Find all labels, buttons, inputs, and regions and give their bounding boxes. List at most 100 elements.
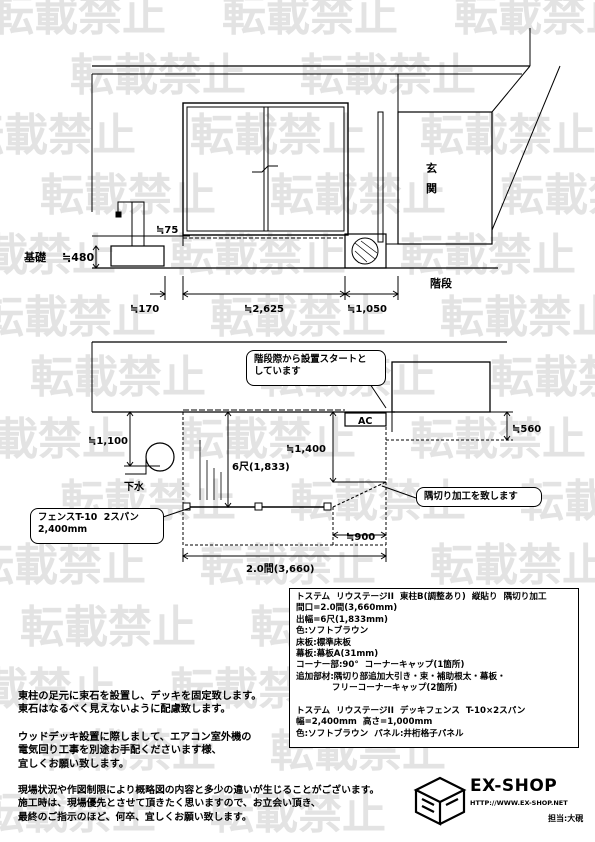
dim-left-value: ≒170 (130, 304, 159, 315)
ex-shop-logo-icon (413, 776, 467, 826)
dim-arrow (344, 290, 399, 298)
elevation-view (91, 28, 561, 300)
watermark-text: 転載禁止 (210, 292, 386, 343)
watermark-text: 転載禁止 (0, 0, 166, 41)
ac-grille (354, 240, 378, 264)
fence-post (254, 502, 263, 511)
watermark-text: 転載禁止 (190, 110, 366, 161)
window-handle (252, 165, 278, 173)
watermark-text: 転載禁止 (0, 230, 116, 281)
watermark-text: 転載禁止 (0, 110, 136, 161)
callout-leader (381, 485, 417, 499)
spec-line: 間口=2.0間(3,660mm) (296, 603, 398, 614)
dim-right-value: ≒1,050 (347, 304, 387, 315)
watermark-text: 転載禁止 (40, 726, 216, 777)
watermark-text: 転載禁止 (200, 540, 376, 591)
spec-line: 色:ソフトブラウン (296, 626, 369, 637)
watermark-text: 転載禁止 (180, 414, 356, 465)
callout-leader (369, 383, 387, 409)
kiso-dim-arrows (92, 245, 100, 269)
spec-line: 追加部材:隅切り部追加大引き・束・補助根太・幕板・ (296, 671, 506, 682)
spec-line: 幅=2,400mm 高さ=1,000mm (296, 717, 433, 728)
watermark-text: 転載禁止 (300, 50, 476, 101)
watermark-text: 転載禁止 (222, 0, 398, 41)
watermark-text: 転載禁止 (440, 292, 595, 343)
watermark-text: 転載禁止 (20, 602, 196, 653)
faucet-head (115, 211, 122, 218)
callout-leader (159, 507, 191, 519)
corner-cut-callout: 隅切り加工を致します (416, 487, 542, 507)
watermark-text: 転載禁止 (0, 292, 156, 343)
watermark-text: 転載禁止 (70, 50, 246, 101)
window-inner (186, 106, 345, 232)
dim-1400-value: ≒1,400 (286, 444, 326, 455)
genkan-char-1: 玄 (426, 161, 437, 175)
genkan-char-2: 関 (426, 182, 437, 195)
dim-mid-value: ≒2,625 (244, 304, 284, 315)
deck-board-marks (199, 440, 229, 500)
dim-arrow (159, 290, 166, 298)
spec-line: 出幅=6尺(1,833mm) (296, 614, 388, 625)
spec-line: 幕板:幕板A(31mm) (296, 649, 379, 660)
ac-label: AC (358, 416, 372, 427)
window-frame (182, 102, 349, 236)
deck-outline (182, 412, 386, 546)
spec-line: フリーコーナーキャップ(2箇所) (296, 683, 458, 694)
dim-1100-value: ≒1,100 (88, 436, 128, 447)
plan-view (91, 341, 513, 562)
kiso-value: ≒480 (62, 251, 95, 264)
staff-name: 担当:大硯 (548, 814, 584, 823)
watermark-text: 転載禁止 (454, 0, 595, 41)
depth-value: 6尺(1,833) (232, 461, 290, 473)
fence-post (182, 502, 191, 511)
ac-fan (351, 237, 379, 265)
elevation-labels: 基礎 ≒480 ≒75 玄 関 階段 ≒170 ≒2,625 ≒1,050 (23, 161, 452, 315)
width-dim-arrows (182, 552, 387, 560)
width-value: 2.0間(3,660) (246, 563, 315, 575)
spec-line: トステム リウステージII 東柱B(調整あり) 縦貼り 隅切り加工 (296, 592, 547, 602)
watermark-text: 転載禁止 (0, 414, 126, 465)
watermark-text: 転載禁止 (500, 170, 595, 221)
sewer-circle (145, 442, 175, 472)
watermark-text: 転載禁止 (430, 540, 595, 591)
stair-start-callout: 階段際から設置スタートと しています (246, 350, 386, 386)
watermark-text: 転載禁止 (420, 110, 595, 161)
watermark-text: 転載禁止 (270, 170, 446, 221)
dim-900-value: ≒900 (346, 532, 375, 543)
spec-line: ​ (296, 695, 572, 706)
roof-slope (491, 65, 531, 113)
dim-900-arrows (332, 531, 387, 539)
watermark-text: 転載禁止 (40, 170, 216, 221)
note-ac-electrical: ウッドデッキ設置に際しまして、エアコン室外機の 電気回り工事を別途お手配ください… (18, 732, 252, 770)
gap-value: ≒75 (156, 225, 178, 236)
spec-line: 床板:標準床板 (296, 637, 351, 648)
watermark-text: 転載禁止 (30, 352, 206, 403)
kiso-label: 基礎 (23, 250, 47, 264)
spec-line: 色:ソフトブラウン パネル:井桁格子パネル (296, 728, 464, 739)
note-site-conditions: 現場状況や作図制限により概略図の内容と多少の違いが生じることがございます。 施工… (18, 785, 380, 823)
gesui-label: 下水 (124, 480, 145, 493)
spec-line: トステム リウステージII デッキフェンス T-10×2スパン (296, 706, 526, 717)
fence-post (323, 502, 332, 511)
entrance-post (377, 111, 384, 243)
watermark-text: 転載禁止 (0, 664, 116, 715)
basin (110, 245, 165, 267)
brand-url: HTTP://WWW.EX-SHOP.NET (470, 799, 568, 807)
spec-line: コーナー部:90° コーナーキャップ(1箇所) (296, 660, 465, 671)
watermark-text: 転載禁止 (0, 788, 156, 839)
kaidan-label: 階段 (430, 276, 452, 290)
note-foundation: 東柱の足元に束石を設置し、デッキを固定致します。 東石はなるべく見えないように配… (18, 691, 262, 716)
watermark-text: 転載禁止 (400, 230, 576, 281)
brand-name: EX-SHOP (470, 776, 558, 796)
spec-box: トステム リウステージII 東柱B(調整あり) 縦貼り 隅切り加工 間口=2.0… (289, 588, 579, 748)
watermark-text: 転載禁止 (210, 788, 386, 839)
fence-callout: フェンスT-10 2スパン 2,400mm (30, 508, 164, 544)
plan-labels: AC ≒560 ≒1,100 下水 ≒1,400 6尺(1,833) ≒900 … (88, 416, 541, 575)
roof-slope (491, 65, 561, 231)
watermark-text: 転載禁止 (490, 352, 595, 403)
watermark-text: 転載禁止 (0, 540, 146, 591)
dim-depth-arrows (224, 411, 232, 508)
faucet-spout (117, 201, 132, 212)
dim-560-value: ≒560 (512, 424, 541, 435)
sewer-leader (125, 457, 147, 475)
